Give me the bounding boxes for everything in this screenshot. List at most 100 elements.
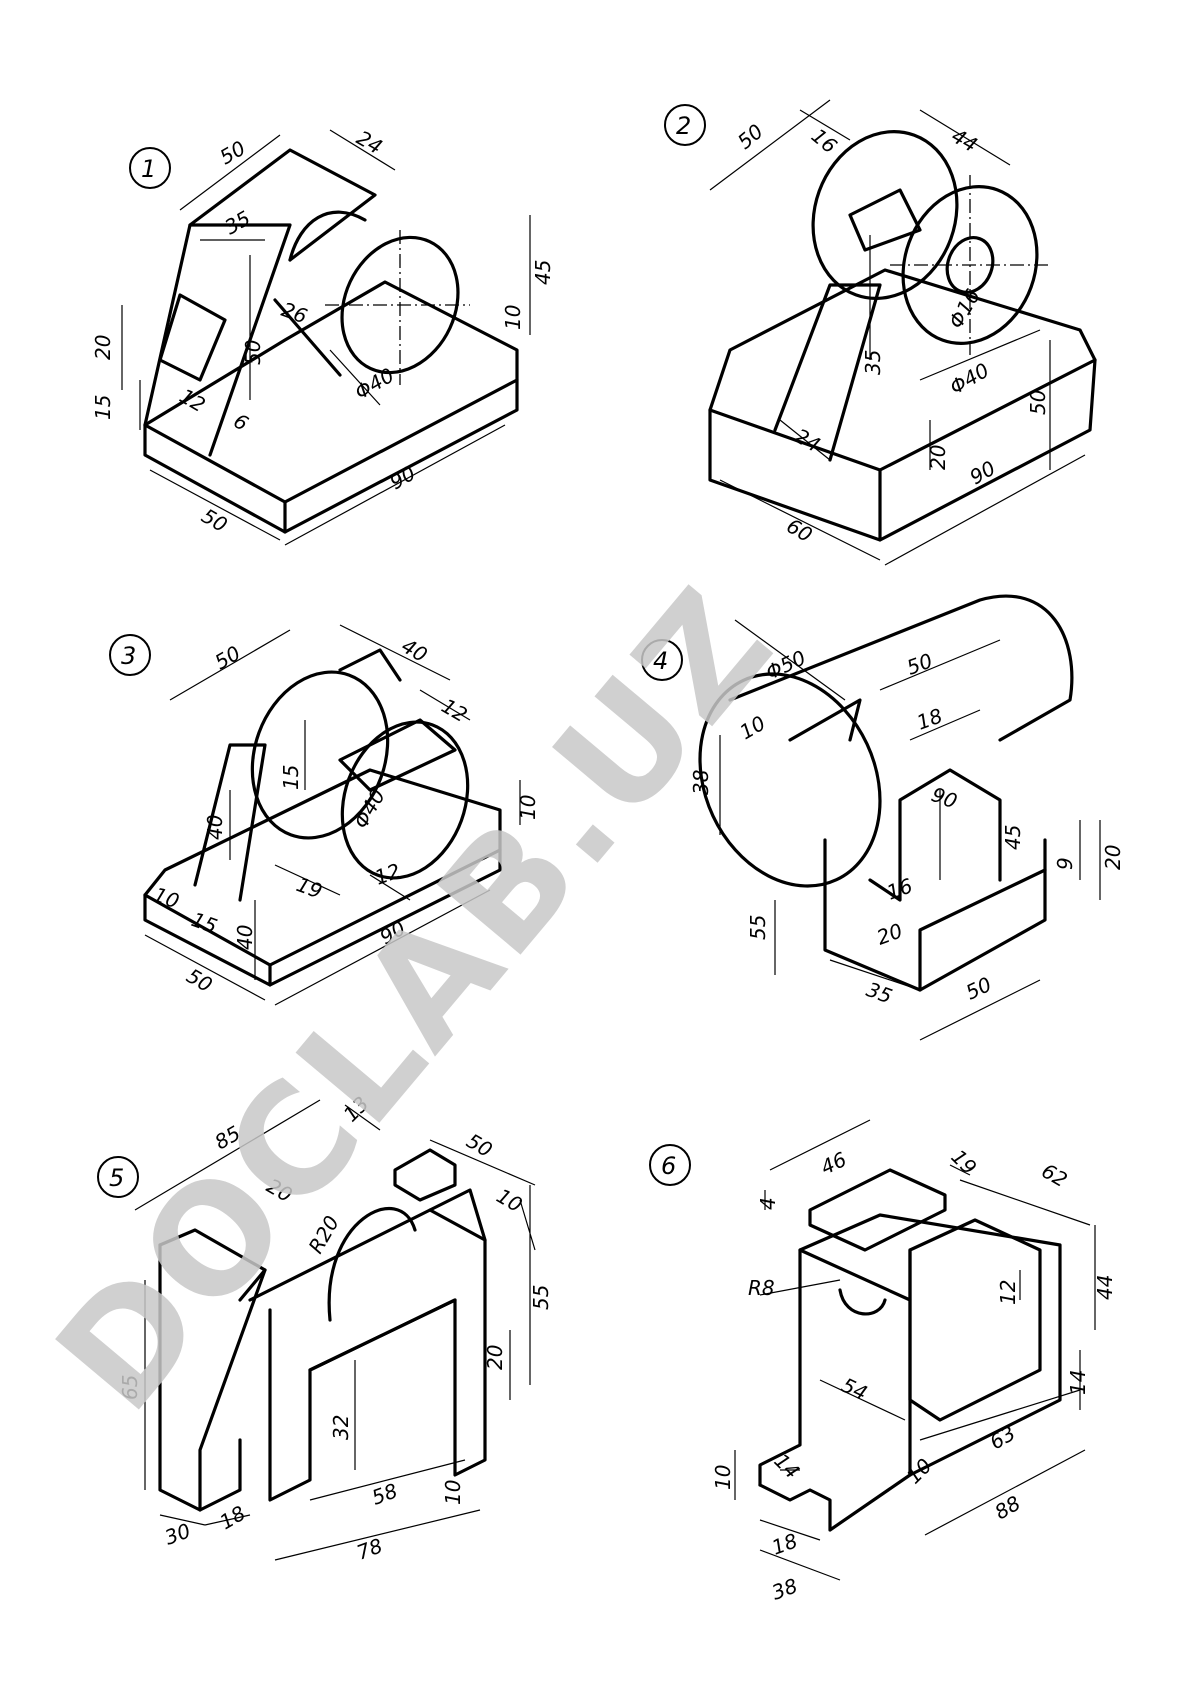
figure-number: 1 <box>141 155 156 183</box>
dim-label: 19 <box>946 1145 981 1180</box>
dim-label: 12 <box>996 1280 1020 1305</box>
dimension-labels: 50 16 44 Φ16 35 Φ40 24 50 20 90 60 <box>733 119 1050 547</box>
figure-number-badge <box>649 1144 691 1186</box>
dim-label: Φ40 <box>946 358 994 399</box>
dim-label: 24 <box>353 126 387 160</box>
dim-label: 6 <box>230 409 253 436</box>
figure-number-badge <box>129 147 171 189</box>
dim-label: 40 <box>233 925 257 950</box>
dim-label: 38 <box>769 1573 801 1604</box>
figure-number: 3 <box>121 642 136 670</box>
dim-label: 65 <box>118 1375 142 1400</box>
dim-label: 35 <box>863 977 895 1008</box>
dim-label: 54 <box>838 1373 871 1406</box>
dim-label: 50 <box>733 119 768 154</box>
dim-label: 50 <box>904 648 936 679</box>
dimension-lines <box>709 99 1086 566</box>
figure-number-badge <box>664 104 706 146</box>
dim-label: Φ40 <box>349 785 390 833</box>
dim-label: 16 <box>807 123 842 158</box>
dim-label: 78 <box>354 1533 386 1564</box>
dim-label: 44 <box>1093 1275 1117 1300</box>
dim-label: 50 <box>241 340 265 365</box>
dim-label: 50 <box>216 136 250 170</box>
dim-label: 19 <box>293 872 325 903</box>
dim-label: 12 <box>438 694 472 728</box>
dim-label: 55 <box>746 915 770 940</box>
dim-label: 15 <box>91 395 115 420</box>
dim-label: 10 <box>150 882 182 913</box>
dim-label: 90 <box>386 461 420 495</box>
figure-number-badge <box>641 639 683 681</box>
dim-label: 18 <box>914 703 946 734</box>
dim-label: 45 <box>531 260 555 285</box>
dim-label: 60 <box>783 514 817 548</box>
dim-label: 45 <box>1001 825 1025 850</box>
dim-label: 88 <box>991 1491 1025 1525</box>
dim-label: 20 <box>483 1345 507 1370</box>
watermark: DOCLAB.UZ <box>24 556 808 1443</box>
dim-label: 46 <box>817 1147 850 1180</box>
dim-label: 50 <box>962 972 995 1005</box>
dimension-lines <box>719 619 1101 1041</box>
part-drawing <box>143 148 519 534</box>
dim-label: 14 <box>1066 1370 1090 1395</box>
dim-label: 20 <box>874 918 906 949</box>
dim-label: 10 <box>493 1184 527 1218</box>
dim-label: 30 <box>162 1518 194 1549</box>
figure-number: 5 <box>109 1164 124 1192</box>
dimension-lines <box>134 1099 536 1561</box>
part-drawing <box>158 1148 487 1512</box>
figure-2: 2 50 16 44 Φ16 35 Φ40 24 50 20 90 60 <box>664 99 1097 566</box>
dim-label: 35 <box>221 206 255 240</box>
dimension-lines <box>121 129 531 546</box>
dim-label: 35 <box>861 350 885 375</box>
dim-label: 15 <box>279 765 303 790</box>
part-drawing <box>143 648 502 987</box>
dim-label: 20 <box>926 445 950 470</box>
dim-label: 18 <box>216 1501 250 1535</box>
figure-number: 2 <box>676 112 691 140</box>
part-drawing <box>708 130 1097 542</box>
dim-label: 16 <box>884 873 916 904</box>
dim-label: 20 <box>91 335 115 360</box>
dim-label: 40 <box>398 634 432 668</box>
dim-label: 90 <box>966 456 1000 490</box>
dim-label: 10 <box>501 305 525 330</box>
dim-label: 10 <box>441 1480 465 1505</box>
dim-label: 38 <box>689 770 713 795</box>
dim-label: 32 <box>329 1415 353 1440</box>
dim-label: 50 <box>1026 390 1050 415</box>
figure-number: 6 <box>661 1152 676 1180</box>
figure-6: 6 46 19 62 4 R8 12 44 54 14 10 14 10 63 … <box>649 1119 1117 1605</box>
dim-label: 10 <box>516 795 540 820</box>
dim-label: 40 <box>203 815 227 840</box>
figure-number-badge <box>97 1156 139 1198</box>
dim-label: 50 <box>183 964 217 998</box>
dimension-lines <box>144 624 521 1006</box>
dim-label: 90 <box>928 782 960 813</box>
dim-label: R8 <box>748 1276 775 1300</box>
dimension-lines <box>734 1119 1096 1581</box>
dim-label: 26 <box>278 297 310 328</box>
part-drawing <box>758 1168 1062 1532</box>
dim-label: 44 <box>948 124 982 158</box>
dim-label: 63 <box>986 1421 1020 1455</box>
dim-label: 50 <box>463 1129 497 1163</box>
dim-label: 14 <box>769 1449 804 1484</box>
dimension-labels: 46 19 62 4 R8 12 44 54 14 10 14 10 63 18… <box>711 1145 1117 1605</box>
dim-label: 50 <box>198 504 232 538</box>
dim-label: Φ16 <box>944 285 985 333</box>
dim-label: 20 <box>1101 845 1125 870</box>
figure-number: 4 <box>653 647 668 675</box>
figure-1: 1 50 24 35 45 26 20 50 <box>91 126 555 546</box>
dim-label: 55 <box>529 1285 553 1310</box>
dim-label: 4 <box>756 1197 780 1210</box>
figure-number-badge <box>109 634 151 676</box>
dim-label: 62 <box>1038 1159 1072 1193</box>
dim-label: 50 <box>211 641 245 675</box>
dim-label: 10 <box>902 1454 937 1489</box>
dim-label: 9 <box>1053 857 1077 870</box>
